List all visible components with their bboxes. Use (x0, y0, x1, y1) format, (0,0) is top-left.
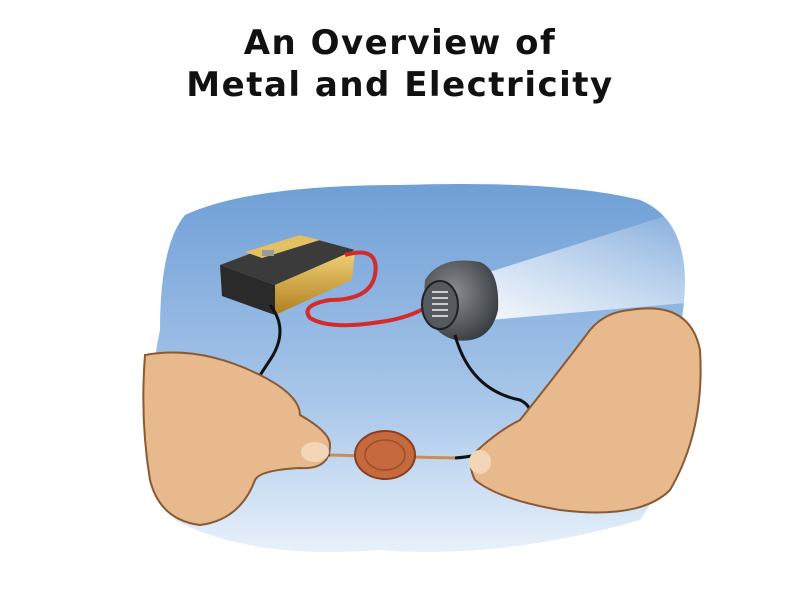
red-wire (305, 250, 432, 328)
right-hand (469, 307, 702, 514)
title-line-2: Metal and Electricity (186, 65, 614, 105)
page-title: An Overview of Metal and Electricity (0, 22, 800, 106)
battery-icon (220, 235, 355, 315)
left-hand (142, 351, 332, 527)
penny-icon (354, 430, 416, 480)
light-beam (480, 205, 720, 320)
bulb-socket-icon (421, 260, 499, 341)
title-line-1: An Overview of (243, 23, 557, 63)
